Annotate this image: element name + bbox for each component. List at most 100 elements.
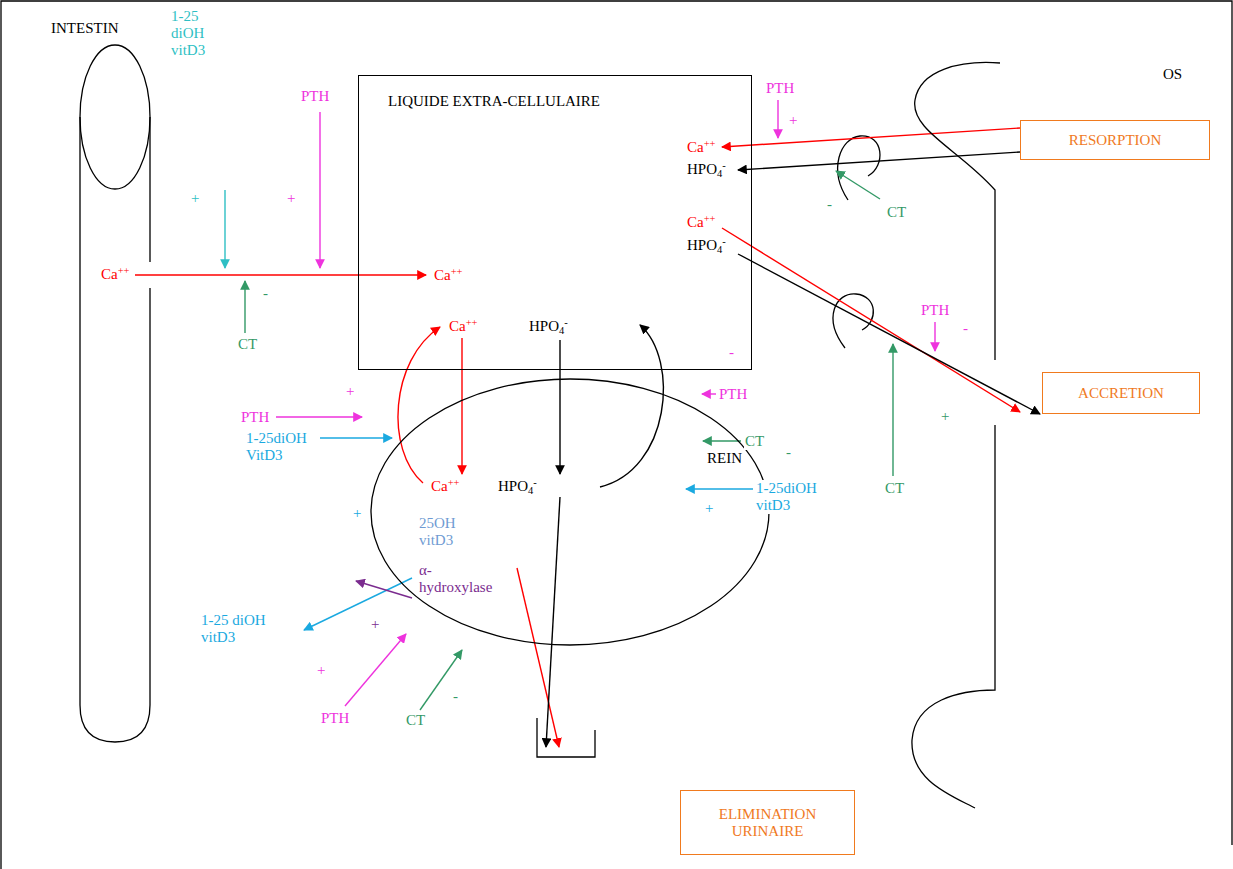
sign-label: CT: [884, 480, 905, 497]
hormone-label: 1-25diOH VitD3: [245, 430, 317, 464]
node-text: Ca++: [686, 139, 717, 156]
organ-heading: LIQUIDE EXTRA-CELLULAIRE: [387, 93, 601, 110]
sign-label: +: [704, 500, 714, 517]
regulation-arrow: [276, 416, 362, 417]
sign-label: -: [826, 196, 833, 213]
regulation-arrow: [420, 650, 462, 710]
process-box: ELIMINATION URINAIRE: [680, 790, 855, 855]
regulation-arrow: [702, 393, 716, 394]
flow-arrow: [135, 274, 426, 275]
sign-label: +: [286, 190, 296, 207]
urine-arrow: [517, 568, 559, 747]
hormone-label: 1-25 diOH vitD3: [200, 612, 274, 646]
flow-arrow: [738, 152, 1020, 170]
superscript: -: [722, 236, 726, 247]
sign-label: -: [728, 344, 735, 361]
sign-label: CT: [237, 336, 258, 353]
node-text: Ca++: [430, 478, 461, 495]
node-text: HPO4-: [686, 161, 727, 178]
hormone-label: 1-25diOH vitD3: [755, 480, 829, 514]
box-title: ELIMINATION URINAIRE: [702, 806, 834, 840]
hormone-label: PTH: [240, 409, 270, 426]
regulation-arrow: [836, 171, 880, 199]
regulation-arrow: [777, 100, 778, 138]
node-text: Ca++: [100, 266, 131, 283]
superscript: ++: [451, 266, 463, 277]
bone-cell: [833, 294, 873, 348]
hormone-label: PTH: [765, 80, 795, 97]
regulation-arrow: [320, 437, 392, 438]
regulation-arrow: [345, 634, 406, 706]
sign-label: +: [940, 408, 950, 425]
regulation-arrow: [686, 488, 753, 489]
flow-arrow: [559, 340, 560, 474]
box-title: ACCRETION: [1077, 385, 1165, 402]
process-box: ACCRETION: [1042, 372, 1200, 414]
sign-label: +: [370, 616, 380, 633]
superscript: ++: [448, 477, 460, 488]
hormone-label: PTH: [718, 386, 748, 403]
superscript: ++: [118, 265, 130, 276]
regulation-arrow: [319, 112, 320, 268]
hormone-label: PTH: [320, 710, 350, 727]
organ-heading: OS: [1162, 66, 1183, 83]
superscript: -: [564, 317, 568, 328]
node-text: HPO4-: [686, 237, 727, 254]
superscript: -: [533, 477, 537, 488]
subscript: 4: [559, 325, 564, 336]
bone-cell: [838, 136, 880, 200]
node-text: Ca++: [433, 267, 464, 284]
bone-organ-outline: [895, 55, 1005, 815]
regulation-arrow: [703, 440, 741, 441]
sign-label: +: [345, 383, 355, 400]
hormone-label: PTH: [920, 302, 950, 319]
flow-arrow: [600, 325, 663, 487]
node-text: Ca++: [686, 214, 717, 231]
process-box: RESORPTION: [1020, 120, 1210, 160]
node-text: Ca++: [448, 318, 479, 335]
bone-organ: OS: [895, 55, 1005, 815]
regulation-arrow: [224, 190, 225, 268]
regulation-arrow: [892, 344, 893, 476]
sign-label: CT: [405, 712, 426, 729]
superscript: ++: [704, 138, 716, 149]
regulation-arrow: [356, 581, 412, 598]
regulation-arrow: [304, 578, 412, 630]
sign-label: -: [262, 285, 269, 302]
superscript: ++: [704, 213, 716, 224]
subscript: 4: [717, 168, 722, 179]
superscript: ++: [466, 317, 478, 328]
fluid-compartment: LIQUIDE EXTRA-CELLULAIRE Ca++ HPO4- Ca++ HPO…: [358, 75, 752, 370]
flow-arrow: [461, 338, 462, 474]
urine-container: [537, 718, 595, 757]
subscript: 4: [528, 485, 533, 496]
regulation-arrow: [934, 322, 935, 351]
flow-arrow: [722, 128, 1020, 147]
flow-arrow: [398, 327, 440, 483]
hormone-label: 1-25 diOH vitD3: [170, 8, 220, 59]
subscript: 4: [717, 244, 722, 255]
node-text: REIN: [706, 450, 743, 467]
node-text: HPO4-: [497, 478, 538, 495]
hormone-label: PTH: [300, 88, 330, 105]
superscript: -: [722, 160, 726, 171]
node-text: 25OH vitD3: [418, 515, 470, 549]
node-text: α-hydroxylase: [418, 562, 498, 596]
sign-label: +: [316, 662, 326, 679]
intestine-organ: INTESTINCa++: [40, 15, 160, 750]
sign-label: -: [785, 444, 792, 461]
sign-label: CT: [886, 204, 907, 221]
urine-arrow: [546, 497, 560, 747]
flow-arrow: [722, 228, 1020, 412]
box-title: RESORPTION: [1068, 132, 1163, 149]
sign-label: +: [788, 112, 798, 129]
sign-label: -: [452, 688, 459, 705]
node-text: HPO4-: [528, 318, 569, 335]
sign-label: -: [962, 320, 969, 337]
regulation-arrow: [244, 281, 245, 333]
sign-label: CT: [744, 433, 765, 450]
